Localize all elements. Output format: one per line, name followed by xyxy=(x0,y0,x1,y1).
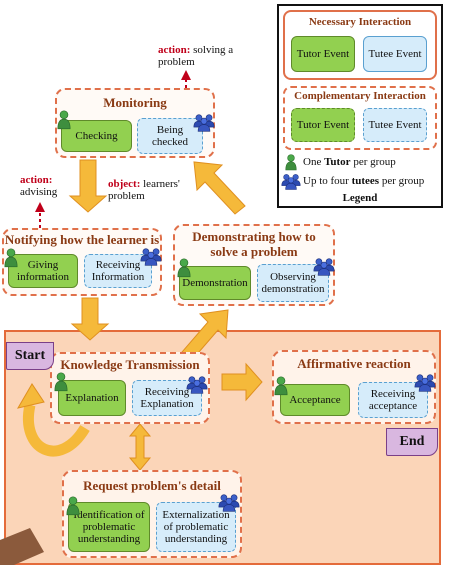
notifying-object-label: object: xyxy=(108,178,141,190)
notifying-action-label: action: xyxy=(20,174,53,186)
legend-one-tutor: One Tutor per group xyxy=(303,156,396,168)
legend-one-bold: Tutor xyxy=(324,156,351,168)
notifying-title: Notifying how the learner is xyxy=(4,232,160,247)
arrow-demonstrating-to-monitoring xyxy=(193,161,246,215)
legend-one-prefix: One xyxy=(303,156,325,168)
tutees-group-icon xyxy=(414,372,436,392)
legend-four-bold: tutees xyxy=(351,175,380,187)
monitoring-title: Monitoring xyxy=(103,95,167,110)
legend-necessary-group: Necessary Interaction Tutor Event Tutee … xyxy=(283,10,437,80)
affirmative-tutor-event: Acceptance xyxy=(280,384,350,416)
tutor-person-icon xyxy=(54,372,68,392)
end-label: End xyxy=(386,428,438,456)
arrow-notifying-to-knowledge xyxy=(70,297,110,341)
affirmative-group: Affirmative reaction Acceptance Receivin… xyxy=(272,350,436,424)
demonstrating-group: Demonstrating how to solve a problem Dem… xyxy=(173,224,335,306)
monitoring-action-label: action: xyxy=(158,44,191,56)
tutor-person-icon xyxy=(4,248,18,268)
knowledge-tutee-event: Receiving Explanation xyxy=(132,380,202,416)
notifying-action-note: action: advising xyxy=(20,174,90,198)
arrow-knowledge-to-affirmative xyxy=(221,362,263,402)
notifying-action-text: advising xyxy=(20,186,58,198)
affirmative-tutee-event: Receiving acceptance xyxy=(358,382,428,418)
request-title: Request problem's detail xyxy=(83,478,221,493)
demonstrating-tutor-event: Demonstration xyxy=(179,266,251,300)
legend-four-prefix: Up to four xyxy=(303,175,352,187)
tutees-group-icon xyxy=(193,112,215,132)
legend-four-suffix: per group xyxy=(379,175,425,187)
start-label: Start xyxy=(6,342,54,370)
monitoring-action-text: solving a problem xyxy=(158,44,234,68)
tutees-group-icon xyxy=(313,256,335,276)
notifying-tutor-event: Giving information xyxy=(8,254,78,288)
tutor-person-icon xyxy=(57,110,71,130)
monitoring-action-note: action: solving a problem xyxy=(158,44,248,68)
monitoring-tutor-event: Checking xyxy=(61,120,132,152)
legend-complementary-group: Complementary Interaction Tutor Event Tu… xyxy=(283,86,437,150)
demonstrating-title: Demonstrating how to solve a problem xyxy=(192,229,316,259)
knowledge-tutor-event: Explanation xyxy=(58,380,126,416)
knowledge-group: Knowledge Transmission Explanation Recei… xyxy=(50,352,210,424)
request-tutee-event: Externalization of problematic understan… xyxy=(156,502,236,552)
tutor-person-icon xyxy=(66,496,80,516)
legend-complementary-tutee: Tutee Event xyxy=(363,108,427,142)
affirmative-title: Affirmative reaction xyxy=(297,356,411,371)
tutees-group-icon xyxy=(218,492,240,512)
legend-complementary-tutor: Tutor Event xyxy=(291,108,355,142)
monitoring-tutee-event: Being checked xyxy=(137,118,203,154)
tutees-group-icon xyxy=(186,374,208,394)
knowledge-title: Knowledge Transmission xyxy=(60,357,200,372)
notifying-group: Notifying how the learner is Giving info… xyxy=(2,228,162,296)
legend-complementary-title: Complementary Interaction xyxy=(294,90,426,102)
legend-necessary-tutor: Tutor Event xyxy=(291,36,355,72)
legend-four-tutees: Up to four tutees per group xyxy=(303,175,424,187)
tutor-person-icon xyxy=(285,154,297,171)
legend-title: Legend xyxy=(342,192,378,204)
legend-box: Necessary Interaction Tutor Event Tutee … xyxy=(277,4,443,208)
arrow-monitoring-to-notifying xyxy=(68,159,108,213)
corner-decoration xyxy=(0,528,44,565)
request-tutor-event: Identification of problematic understand… xyxy=(68,502,150,552)
arrow-loop xyxy=(23,403,90,457)
legend-necessary-title: Necessary Interaction xyxy=(308,16,412,28)
legend-one-suffix: per group xyxy=(350,156,396,168)
arrow-knowledge-request xyxy=(128,423,152,471)
monitoring-group: Monitoring Checking Being checked xyxy=(55,88,215,158)
tutor-person-icon xyxy=(177,258,191,278)
notifying-object-text: learners' problem xyxy=(108,178,180,202)
notifying-object-note: object: learners' problem xyxy=(108,178,188,202)
tutor-person-icon xyxy=(274,376,288,396)
tutees-group-icon xyxy=(140,246,162,266)
tutees-group-icon xyxy=(281,172,301,190)
legend-necessary-tutee: Tutee Event xyxy=(363,36,427,72)
request-group: Request problem's detail Identification … xyxy=(62,470,242,558)
